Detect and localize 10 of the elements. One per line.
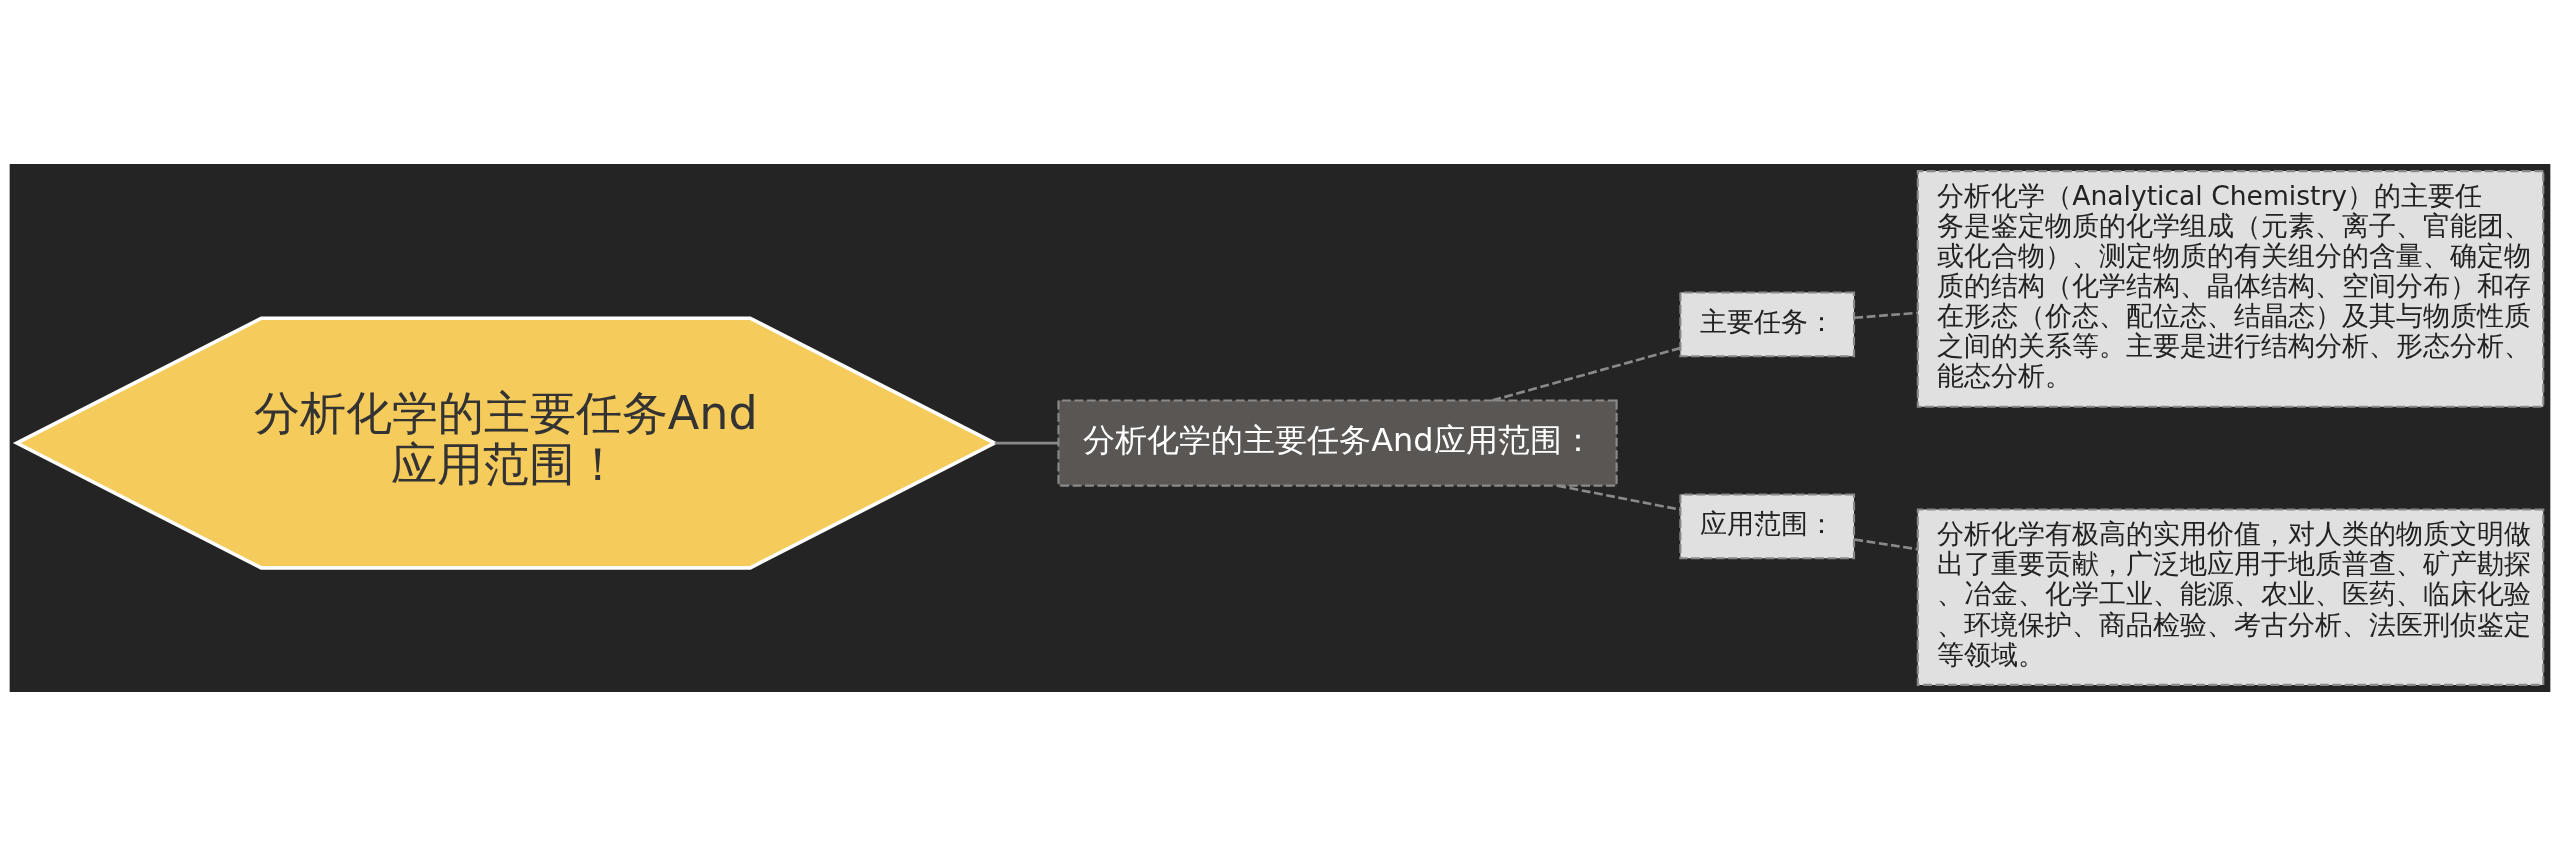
node-box: 分析化学（Analytical Chemistry）的主要任务是鉴定物质的化学组成（元素、离子、官能团、或化合物）、测定物质的有关组分的含量、确定物质的结构（化学结构、晶体结构、空间分布）和存在形态（价态、配位态、结晶态）及其与物质性质之间的关系等。主要是进行结构分析、形态分析、能态分析。 — [1916, 170, 2545, 408]
node-box: 分析化学的主要任务And应用范围： — [1057, 399, 1618, 487]
connector — [1557, 484, 1681, 511]
connector — [1492, 346, 1681, 402]
connector — [1854, 538, 1918, 551]
connector — [1854, 311, 1918, 320]
node-box: 分析化学有极高的实用价值，对人类的物质文明做出了重要贡献，广泛地应用于地质普查、矿产勘探、冶金、化学工业、能源、农业、医药、临床化验、环境保护、商品检验、考古分析、法医刑侦鉴定等领域。 — [1916, 508, 2545, 686]
node-box: 应用范围： — [1679, 493, 1856, 560]
node-box: 主要任务： — [1679, 291, 1856, 358]
connector — [994, 441, 1058, 445]
